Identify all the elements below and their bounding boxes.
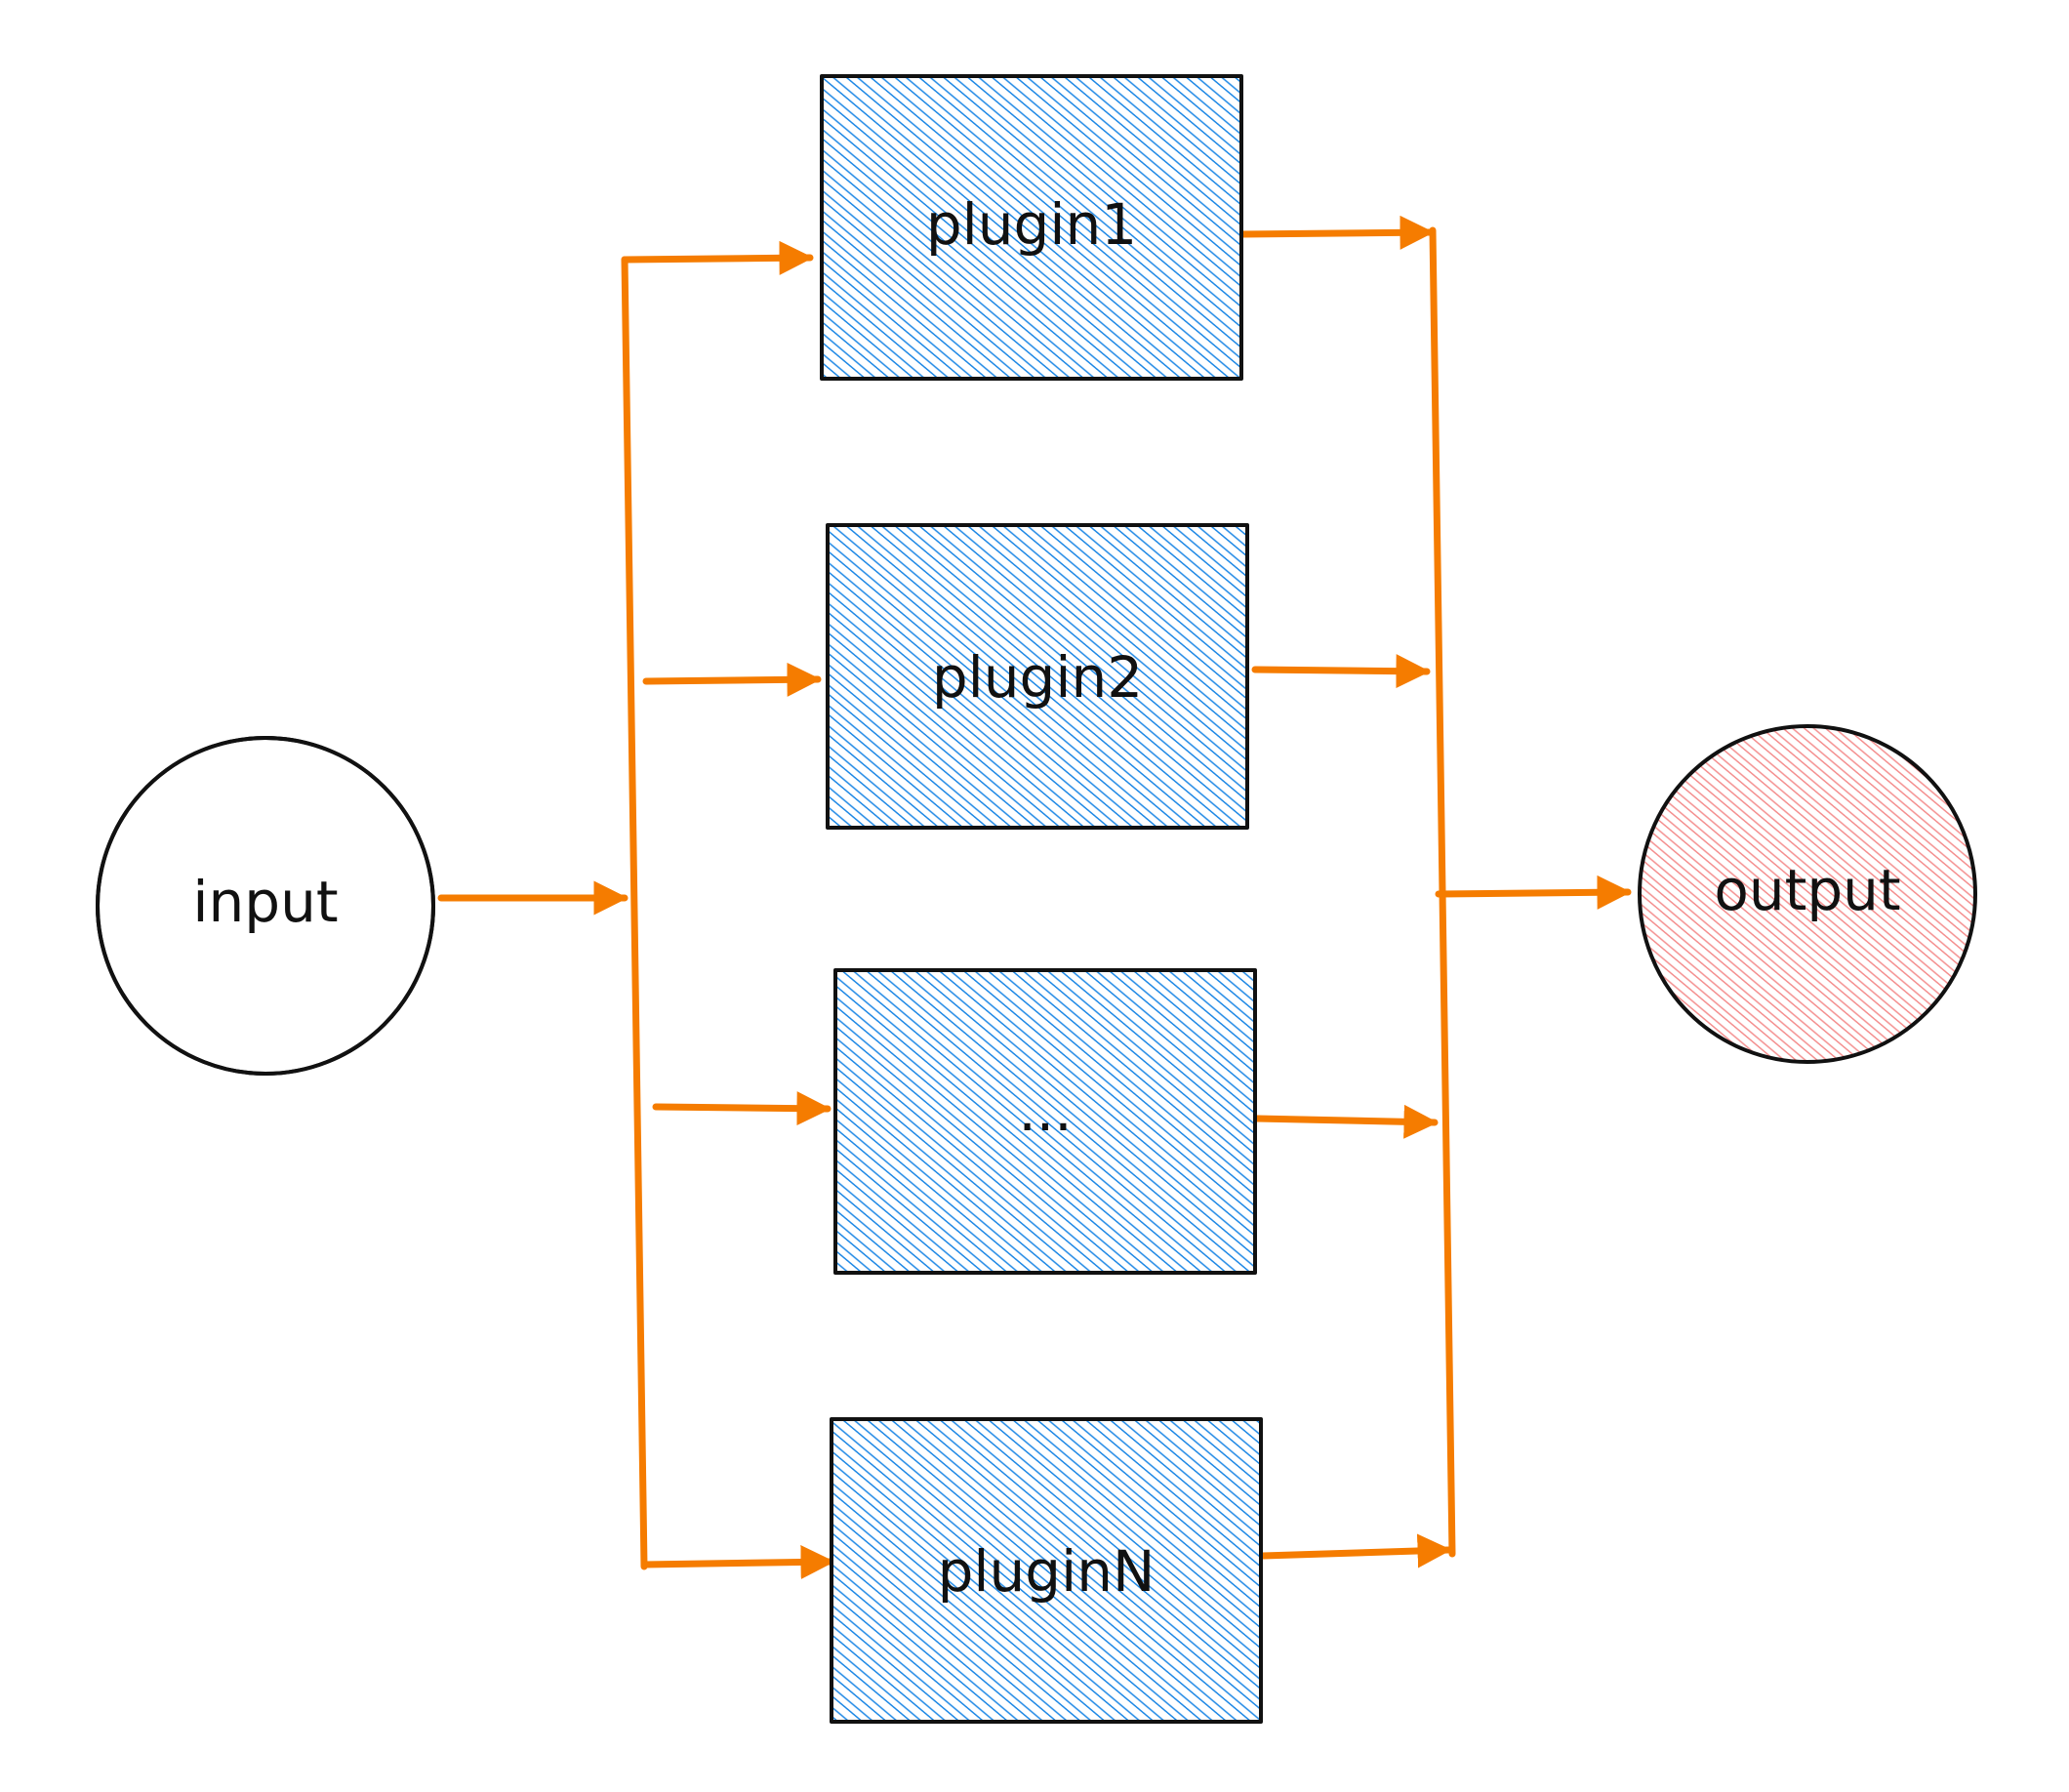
- output-label: output: [1714, 857, 1900, 923]
- input-node: input: [96, 736, 435, 1076]
- arrow-split-to-plugin1: [621, 240, 814, 275]
- connectors: [437, 215, 1632, 1579]
- plugin-label-ellipsis: ...: [1018, 1078, 1072, 1144]
- arrow-pluginN-to-merge: [1259, 1533, 1452, 1568]
- arrow-plugin1-to-merge: [1237, 215, 1435, 250]
- plugin-box-n: pluginN: [830, 1417, 1263, 1724]
- arrow-merge-to-output: [1435, 875, 1632, 910]
- split-bus: [621, 256, 648, 1570]
- plugin-box-ellipsis: ...: [833, 968, 1257, 1275]
- output-circle: [1640, 726, 1975, 1062]
- plugin-box-2: plugin2: [826, 523, 1249, 830]
- output-node: output: [1638, 724, 1977, 1064]
- plugin-box-1: plugin1: [820, 74, 1243, 381]
- arrow-plugin2-to-merge: [1251, 654, 1431, 689]
- arrow-split-to-pluginN: [640, 1544, 835, 1579]
- plugin-label-2: plugin2: [932, 644, 1143, 711]
- plugin-label-n: pluginN: [938, 1538, 1156, 1605]
- arrow-split-to-ellipsis: [652, 1091, 832, 1126]
- input-label: input: [192, 869, 338, 935]
- arrow-split-to-plugin2: [642, 662, 822, 697]
- arrow-ellipsis-to-merge: [1253, 1104, 1439, 1139]
- plugin-label-1: plugin1: [926, 191, 1137, 258]
